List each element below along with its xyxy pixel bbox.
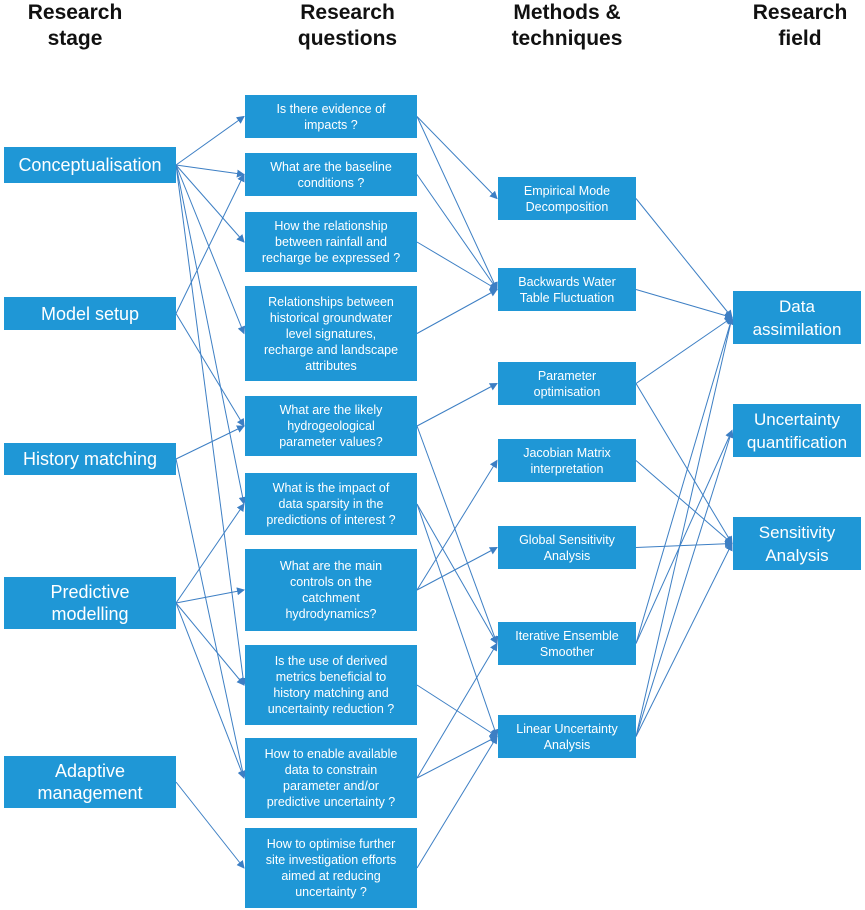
arrow-s4-to-q8 xyxy=(175,602,245,686)
question-data-sparsity-impact: What is the impact of data sparsity in t… xyxy=(245,473,417,535)
arrow-q10-to-m7 xyxy=(416,735,498,869)
method-iterative-ensemble-smoother: Iterative Ensemble Smoother xyxy=(498,622,636,665)
header-research-stage: Research stage xyxy=(27,1,123,50)
stage-history-matching: History matching xyxy=(4,443,176,475)
stage-conceptualisation: Conceptualisation xyxy=(4,147,176,183)
arrow-q4-to-m2 xyxy=(416,289,498,334)
arrow-s1-to-q4 xyxy=(175,164,246,335)
field-data-assimilation: Data assimilation xyxy=(733,291,861,344)
arrow-q6-to-m7 xyxy=(416,503,499,738)
stage-model-setup: Model setup xyxy=(4,297,176,330)
arrow-q6-to-m6 xyxy=(416,503,498,645)
method-jacobian-matrix-interpretation: Jacobian Matrix interpretation xyxy=(498,439,636,482)
arrow-m3-to-f3 xyxy=(635,383,733,545)
arrow-s5-to-q10 xyxy=(175,781,245,869)
method-backwards-water-table-fluctuation: Backwards Water Table Fluctuation xyxy=(498,268,636,311)
arrow-q5-to-m6 xyxy=(416,425,499,645)
field-uncertainty-quantification: Uncertainty quantification xyxy=(733,404,861,457)
arrow-m1-to-f1 xyxy=(635,198,733,319)
arrow-m3-to-f1 xyxy=(635,316,733,384)
arrow-m6-to-f1 xyxy=(635,316,734,644)
arrow-s1-to-q6 xyxy=(175,164,247,505)
arrow-q9-to-m6 xyxy=(416,642,498,779)
arrow-m4-to-f3 xyxy=(635,460,733,545)
stage-predictive-modelling: Predictive modelling xyxy=(4,577,176,629)
question-rainfall-recharge-relationship: How the relationship between rainfall an… xyxy=(245,212,417,272)
method-global-sensitivity-analysis: Global Sensitivity Analysis xyxy=(498,526,636,569)
arrow-s2-to-q5 xyxy=(175,313,245,427)
arrow-m7-to-f1 xyxy=(635,316,735,737)
arrow-q3-to-m2 xyxy=(416,241,498,291)
arrow-s1-to-q3 xyxy=(175,164,245,243)
field-sensitivity-analysis: Sensitivity Analysis xyxy=(733,517,861,570)
arrow-m2-to-f1 xyxy=(635,289,733,320)
question-groundwater-level-signatures: Relationships between historical groundw… xyxy=(245,286,417,381)
arrow-m5-to-f3 xyxy=(635,539,733,548)
question-constrain-uncertainty: How to enable available data to constrai… xyxy=(245,738,417,818)
arrow-q5-to-m3 xyxy=(416,383,498,427)
arrow-s4-to-q9 xyxy=(175,602,246,779)
header-research-field: Research field xyxy=(752,1,848,50)
arrow-q9-to-m7 xyxy=(416,736,498,779)
arrow-s1-to-q2 xyxy=(175,164,245,178)
arrow-m7-to-f3 xyxy=(635,542,733,737)
arrow-s1-to-q1 xyxy=(175,115,245,166)
arrow-s3-to-q9 xyxy=(175,458,247,779)
header-methods-techniques: Methods & techniques xyxy=(511,1,623,50)
method-empirical-mode-decomposition: Empirical Mode Decomposition xyxy=(498,177,636,220)
method-parameter-optimisation: Parameter optimisation xyxy=(498,362,636,405)
arrow-s2-to-q2 xyxy=(175,173,245,314)
arrow-s4-to-q6 xyxy=(175,503,245,604)
question-optimise-site-investigation: How to optimise further site investigati… xyxy=(245,828,417,908)
question-baseline-conditions: What are the baseline conditions ? xyxy=(245,153,417,196)
header-research-questions: Research questions xyxy=(297,1,398,50)
question-catchment-hydrodynamics-controls: What are the main controls on the catchm… xyxy=(245,549,417,631)
question-evidence-of-impacts: Is there evidence of impacts ? xyxy=(245,95,417,138)
question-hydrogeological-parameter-values: What are the likely hydrogeological para… xyxy=(245,396,417,456)
arrow-s3-to-q5 xyxy=(175,425,245,460)
arrow-q1-to-m2 xyxy=(416,116,498,291)
arrow-q7-to-m4 xyxy=(416,459,498,591)
question-derived-metrics-benefit: Is the use of derived metrics beneficial… xyxy=(245,645,417,725)
arrow-q1-to-m1 xyxy=(416,116,498,200)
arrow-s1-to-q8 xyxy=(175,164,248,686)
arrow-m7-to-f2 xyxy=(635,429,734,737)
arrow-q7-to-m5 xyxy=(416,547,498,591)
arrow-q2-to-m2 xyxy=(416,174,498,291)
method-linear-uncertainty-analysis: Linear Uncertainty Analysis xyxy=(498,715,636,758)
arrow-m6-to-f2 xyxy=(635,429,733,644)
stage-adaptive-management: Adaptive management xyxy=(4,756,176,808)
arrow-s4-to-q7 xyxy=(175,587,245,604)
